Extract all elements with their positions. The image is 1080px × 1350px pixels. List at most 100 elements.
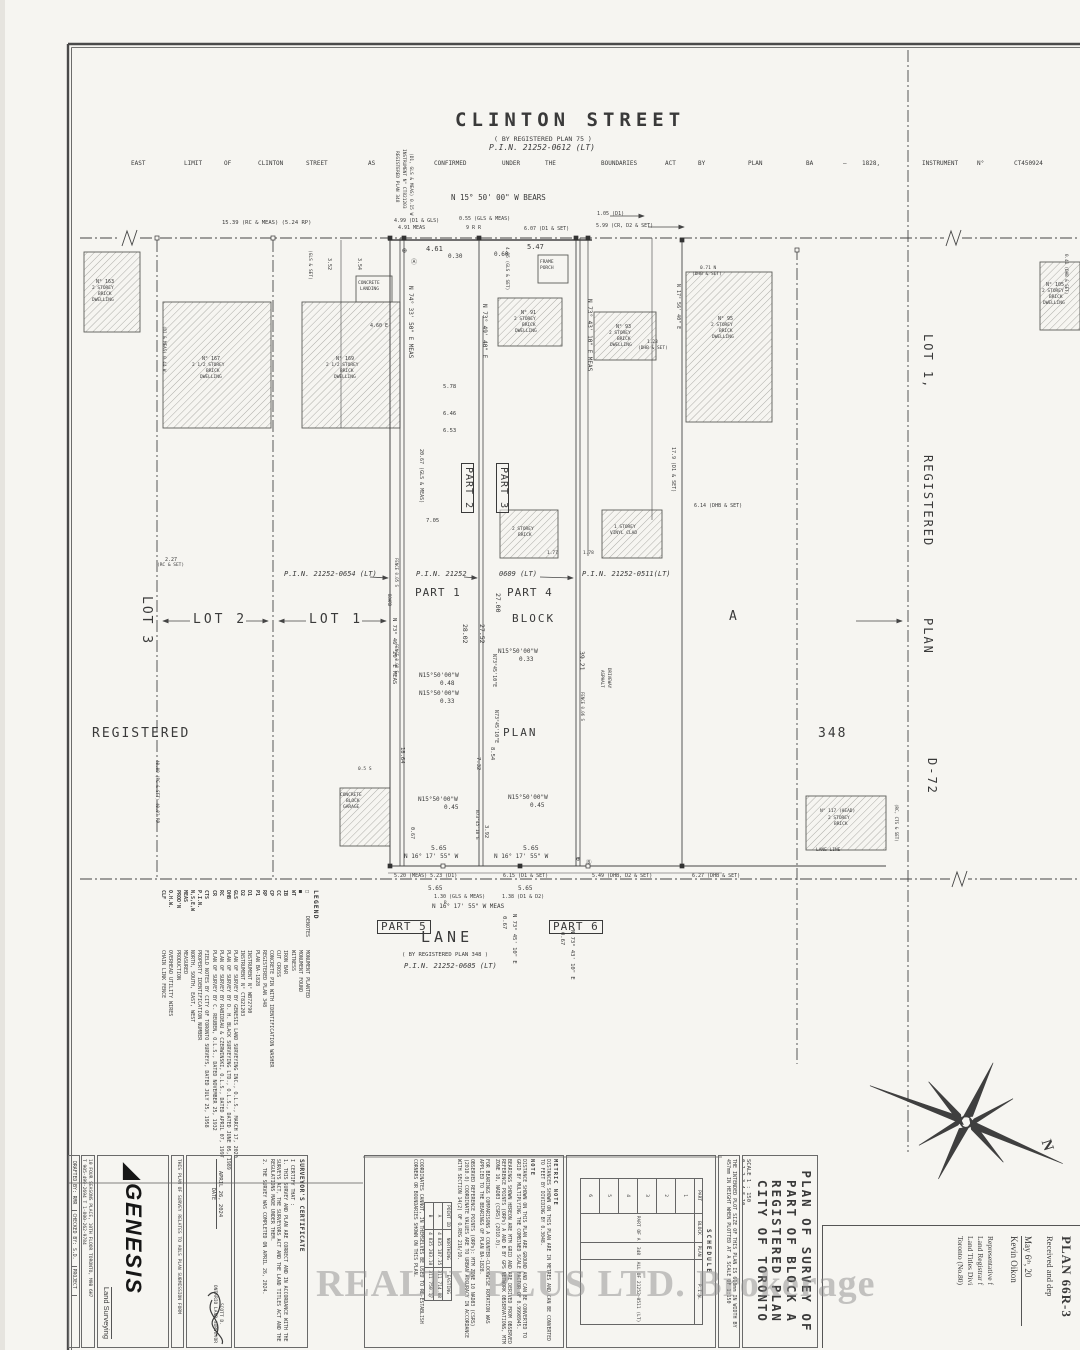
date-label: DATE: [210, 1187, 216, 1201]
legend-description: OVERHEAD UTILITY WIRES: [167, 950, 174, 1017]
plan-annotation: BRICK: [340, 369, 354, 374]
surveyor-name: SCOTT D.: [218, 1302, 223, 1326]
plan-annotation: N° 169: [336, 356, 355, 362]
plan-annotation: PART 2: [461, 463, 474, 514]
plan-annotation: BLOCK: [512, 612, 556, 625]
metric-note-title: METRIC NOTE: [552, 1159, 558, 1206]
legend-symbol: CTS: [203, 890, 210, 900]
plan-annotation: 0.60: [494, 251, 509, 258]
plan-annotation: P.I.N. 21252-0605 (LT): [404, 962, 497, 970]
legend-denotes: [203, 916, 209, 950]
plan-annotation: 5.47: [527, 243, 544, 251]
registry-rep-line: Representative f: [986, 1236, 995, 1285]
legend-denotes: DENOTES: [304, 916, 310, 938]
legend-symbol: ■: [296, 890, 303, 894]
schedule-part: 1: [675, 1178, 695, 1214]
plan-annotation: 4.91 MEAS: [398, 225, 426, 231]
legend-description: NORTH, SOUTH, EAST, WEST: [189, 950, 195, 1023]
plan-annotation: PLAN: [921, 618, 935, 655]
registry-plan-number: PLAN 66R-3: [1059, 1236, 1074, 1318]
plan-annotation: DWELLING: [1043, 301, 1065, 306]
plan-annotation: CLINTON STREET: [455, 109, 686, 131]
legend-denotes: [239, 916, 245, 950]
plan-annotation: N73°45'10"E: [493, 710, 499, 744]
firm-name: GENESIS: [121, 1183, 146, 1295]
plan-annotation: 8.54: [489, 747, 495, 761]
distance-note: DISTANCE SHOWN ON THIS PLAN ARE GROUND A…: [515, 1159, 527, 1339]
plan-title-line: PART OF BLOCK A: [784, 1180, 800, 1323]
notes-section: METRIC NOTE DISTANCES SHOWN ON THIS PLAN…: [364, 1155, 564, 1348]
plan-annotation: 5.49 (DHB, D2 & SET): [592, 873, 653, 879]
plan-annotation: PART 1: [415, 586, 461, 599]
dimension-arrows: [162, 213, 903, 624]
legend-denotes: [232, 916, 238, 950]
plan-annotation: 0.67: [559, 932, 565, 946]
plan-annotation: 5.20 (MEAS) 5.23 (D1): [394, 873, 458, 879]
plan-annotation: PLAN: [503, 726, 538, 739]
plan-annotation: DRIVEWAY: [607, 668, 612, 689]
plan-annotation: BRICK: [518, 533, 532, 538]
legend-denotes: [282, 916, 288, 950]
legend-symbol: PROD'N: [174, 890, 181, 909]
plan-annotation: LOT 1: [309, 612, 364, 627]
plan-annotation: N° 95: [718, 316, 734, 322]
brokerage-watermark: REALTY PLUS LTD. Brokerage: [316, 1263, 876, 1305]
plan-annotation: 4.99 (D1 & GLS): [394, 218, 440, 224]
drafting-info-row: DRAFTED BY: RMR CHECKED BY: S.D. PROJECT: [68, 1155, 80, 1348]
schedule-part: 3: [637, 1178, 657, 1214]
legend-denotes: [218, 916, 224, 950]
plan-annotation: P.I.N. 21252-0511(LT): [582, 570, 671, 578]
legend-denotes: [189, 916, 195, 950]
plan-annotation: CT450924: [1014, 160, 1043, 167]
schedule-header: PART: [694, 1178, 703, 1214]
legend-denotes: [290, 916, 296, 950]
plan-annotation: (D1, GLS & MEAS) 0.15 W: [408, 153, 413, 216]
plan-annotation: N 73° 49' 40" E: [481, 304, 488, 359]
plan-annotation: EAST: [131, 160, 146, 167]
metric-note: DISTANCES SHOWN ON THIS PLAN ARE IN METR…: [538, 1159, 550, 1341]
legend-denotes: [268, 916, 274, 950]
plan-annotation: N15°50'00"W: [419, 690, 459, 697]
plan-annotation: ASPHALT: [600, 670, 605, 688]
plan-annotation: BY: [698, 160, 706, 167]
plan-annotation: BRICK: [1049, 295, 1063, 300]
plan-annotation: PART 3: [496, 463, 509, 514]
plan-annotation: LANE: [421, 928, 474, 946]
plan-annotation: 0.33: [519, 656, 534, 663]
schedule-title: SCHEDULE: [705, 1229, 712, 1274]
plan-annotation: A: [729, 609, 737, 624]
plan-annotation: —: [843, 160, 847, 167]
plan-annotation: 4.61: [426, 245, 443, 253]
plan-annotation: 1.23: [647, 340, 658, 345]
legend-description: MEASURED: [181, 950, 188, 975]
coord-cell: B: [424, 1202, 434, 1230]
plan-annotation: 2 1/2 STOREY: [326, 363, 359, 368]
plan-annotation: N15°50'00"W: [498, 648, 538, 655]
plan-annotation: (D1 & MEAS) 0.44 W: [162, 326, 167, 372]
bearings-rotation-note: FOR BEARINGS COMPARISONS A COUNTER-CLOCK…: [478, 1159, 490, 1324]
plan-annotation: LOT 1,: [921, 334, 935, 390]
legend-denotes: [247, 916, 253, 950]
plan-annotation: N 74° 33' 50" E MEAS: [407, 286, 414, 359]
plan-annotation: 1 STOREY: [614, 525, 636, 530]
plan-annotation: CONFIRMED: [434, 160, 467, 167]
legend-description: CHAIN LINK FENCE: [160, 950, 167, 999]
plan-annotation: N° 93: [616, 324, 632, 330]
plan-annotation: 18.64: [399, 747, 405, 764]
plan-annotation: N15°50'00"W: [508, 794, 548, 801]
plan-annotation: 0609 (LT): [499, 570, 537, 578]
titleblock-strip: PLAN 66R-3 Received and dep May 6ᵗʰ, 20 …: [68, 1155, 1080, 1350]
legend-symbol: GLS: [232, 890, 239, 900]
plan-annotation: 0.55 (GLS & MEAS): [459, 216, 511, 222]
plan-annotation: 6.07 (D1 & SET): [524, 226, 570, 232]
plan-annotation: 0.5 S: [358, 767, 372, 772]
